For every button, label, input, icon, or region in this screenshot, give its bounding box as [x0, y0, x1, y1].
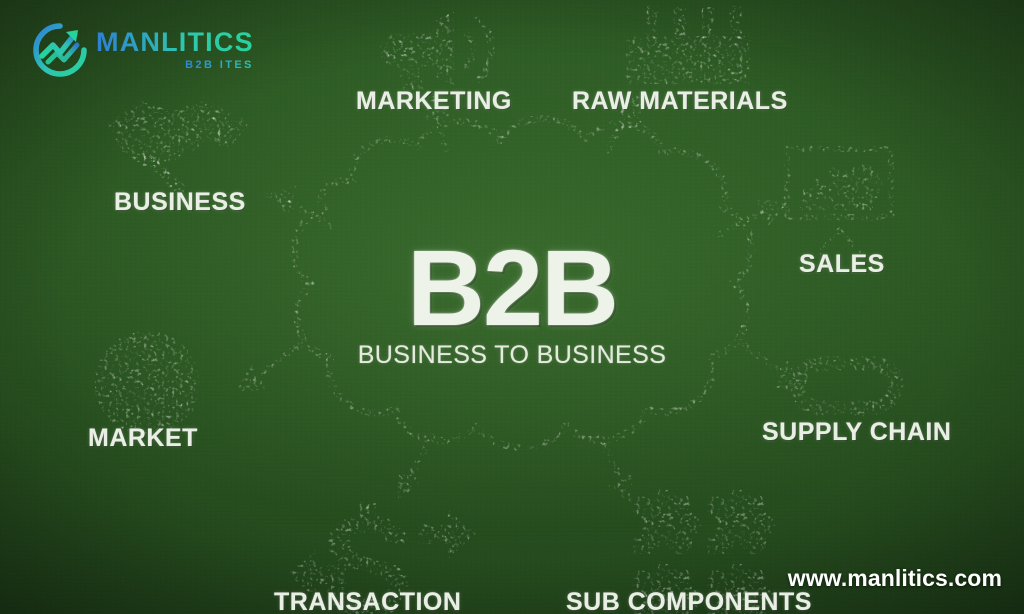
arrow-to-business: [262, 186, 335, 229]
node-label-sales: SALES: [799, 250, 885, 278]
brand-tagline: B2B ITES: [185, 59, 254, 71]
brand-logo-text: MANLITICS B2B ITES: [96, 29, 254, 71]
megaphone-icon: [380, 12, 495, 90]
factory-icon: [626, 6, 750, 84]
arrow-to-transaction: [398, 432, 435, 499]
arrow-to-raw-materials: [605, 92, 642, 153]
node-label-supply-chain: SUPPLY CHAIN: [762, 418, 952, 446]
arrow-to-sales: [713, 200, 789, 239]
arrow-to-market: [236, 342, 303, 391]
cloud-icon: [290, 115, 756, 451]
chain-link-icon: [790, 356, 904, 416]
brand-name: MANLITICS: [96, 27, 254, 57]
handshake-icon: [108, 98, 250, 196]
node-label-sub-components: SUB COMPONENTS: [566, 588, 812, 614]
chart-arrow-circle-icon: [33, 23, 87, 77]
pie-chart-icon: [93, 328, 199, 435]
arrow-cluster: [236, 92, 805, 503]
node-label-market: MARKET: [88, 424, 198, 452]
dollar-arrows-icon: [288, 502, 476, 614]
brand-logo[interactable]: MANLITICS B2B ITES: [33, 23, 254, 77]
presentation-chart-icon: [784, 146, 894, 259]
arrow-to-marketing: [424, 92, 454, 155]
node-label-business: BUSINESS: [114, 188, 246, 216]
node-label-raw-materials: RAW MATERIALS: [572, 87, 788, 115]
puzzle-pieces-icon: [634, 487, 775, 614]
node-label-marketing: MARKETING: [356, 87, 512, 115]
arrow-to-sub-components: [597, 433, 632, 503]
node-label-transaction: TRANSACTION: [274, 588, 462, 614]
website-url[interactable]: www.manlitics.com: [787, 565, 1002, 591]
